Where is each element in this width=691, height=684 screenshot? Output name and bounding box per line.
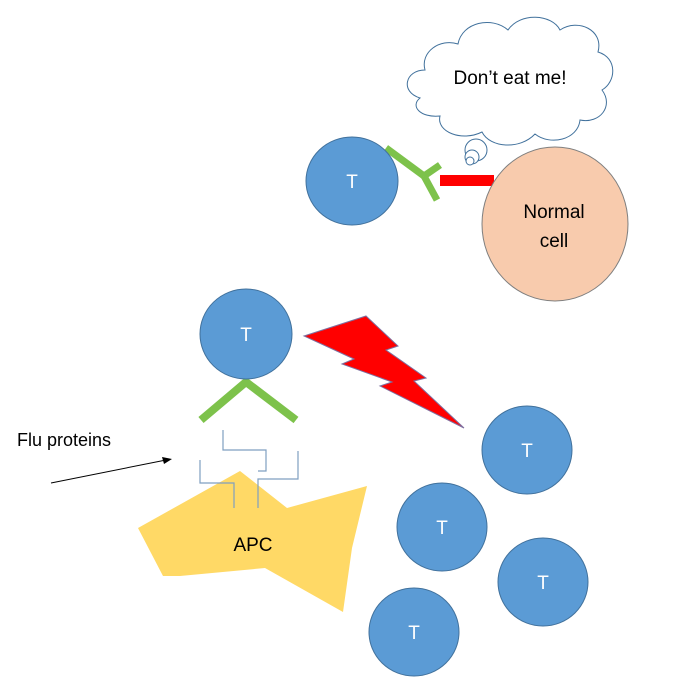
peptide-fragment-right <box>257 451 299 508</box>
apc-label: APC <box>233 535 272 556</box>
thought-cloud-shape <box>407 16 614 146</box>
peptide-fragment-top <box>222 430 267 472</box>
flu-proteins-label: Flu proteins <box>17 430 111 450</box>
normal-cell <box>481 146 629 302</box>
normal-cell-label-line1: Normal <box>523 202 584 223</box>
t-cell-clone-4 <box>368 587 460 677</box>
thought-dot-small <box>465 156 475 166</box>
t-cell-clone-2-label: T <box>436 518 448 539</box>
t-cell-clone-3-label: T <box>537 573 549 594</box>
receptor-y-arm-upper <box>422 162 442 179</box>
t-cell-clone-4-label: T <box>408 623 420 644</box>
t-cell-activated-group: T <box>198 288 299 424</box>
t-cell-top-label: T <box>346 172 358 193</box>
thought-bubble: Don’t eat me! <box>407 16 614 166</box>
t-cell-clone-2 <box>396 482 488 572</box>
normal-cell-group: Normal cell <box>481 146 629 302</box>
flu-proteins-annotation: Flu proteins <box>17 430 172 484</box>
normal-cell-label-line2: cell <box>540 231 569 252</box>
inhibitory-ligand-block <box>440 175 494 186</box>
lightning-bolt-icon <box>302 315 465 429</box>
t-cell-clone-1-label: T <box>521 441 533 462</box>
receptor-v-icon <box>198 376 299 424</box>
t-cell-clone-3 <box>497 537 589 627</box>
t-cell-clone: T <box>481 405 573 495</box>
t-cell-clone: T <box>396 482 488 572</box>
t-cell-activated <box>199 288 293 380</box>
t-cell-top-group: T <box>305 136 442 226</box>
apc-cell <box>138 471 367 612</box>
receptor-y-icon <box>383 145 427 179</box>
apc-group: APC <box>138 471 367 612</box>
t-cell-clone: T <box>368 587 460 677</box>
t-cell-clone-1 <box>481 405 573 495</box>
receptor-y-arm-lower <box>420 174 441 202</box>
arrow-head-icon <box>162 457 172 464</box>
thought-text: Don’t eat me! <box>454 68 567 89</box>
t-cell-clone: T <box>497 537 589 627</box>
t-cell-clones: T T T T <box>368 405 589 677</box>
flu-proteins-arrow-line <box>50 459 167 484</box>
flu-protein-fragments <box>199 430 299 508</box>
t-cell-activated-label: T <box>240 325 252 346</box>
peptide-fragment-left <box>199 460 235 508</box>
t-cell-top <box>305 136 399 226</box>
